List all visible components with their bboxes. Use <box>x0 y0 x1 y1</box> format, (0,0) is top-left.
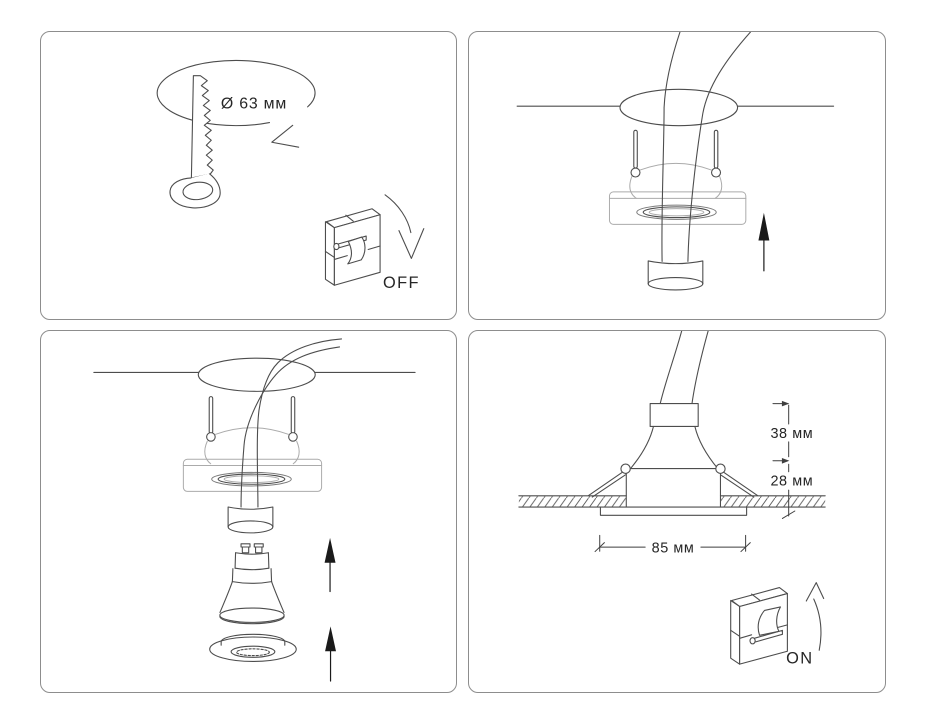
trim-ring-icon <box>209 633 297 663</box>
light-switch-off-icon <box>324 208 381 286</box>
power-cable <box>240 338 343 508</box>
switch-on-label: ON <box>786 650 813 668</box>
spring-clip-right-icon <box>288 396 298 442</box>
hole-diameter-label: Ø 63 мм <box>221 95 287 112</box>
spring-clip-left-icon <box>630 129 641 178</box>
insert-up-arrow-top-icon <box>324 537 336 593</box>
spring-clip-left-icon <box>206 396 216 442</box>
switch-down-arrow-icon <box>384 194 425 259</box>
spring-arm-right-icon <box>720 471 759 498</box>
light-switch-on-icon <box>730 587 788 665</box>
panel-step-3 <box>40 330 457 693</box>
panel-step-2 <box>468 31 886 320</box>
ceiling-hole <box>197 357 316 392</box>
visible-depth-label: 28 мм <box>770 474 813 490</box>
mounting-plate <box>182 427 323 492</box>
trim-ring-section <box>599 506 748 516</box>
gu10-bulb-icon <box>219 543 285 625</box>
panel-step-1: Ø 63 мм OFF <box>40 31 457 320</box>
trim-width-dimension <box>594 534 751 553</box>
terminal-block <box>647 260 704 291</box>
cross-section-fixture <box>587 331 759 508</box>
switch-up-arrow-icon <box>805 582 825 651</box>
trim-width-label: 85 мм <box>652 540 695 556</box>
terminal-block <box>227 506 274 534</box>
keyhole-saw-icon <box>169 75 221 209</box>
ceiling-hole <box>619 88 739 127</box>
insert-up-arrow-bottom-icon <box>325 626 337 682</box>
step-3-drawing <box>93 338 416 682</box>
push-up-arrow-icon <box>758 212 770 272</box>
mounting-plate <box>608 162 747 225</box>
panel-step-4: 38 мм 28 мм 85 мм <box>468 330 886 693</box>
visible-depth-dimension <box>781 463 796 519</box>
switch-off-label: OFF <box>383 274 420 292</box>
step-1-drawing: Ø 63 мм OFF <box>156 59 425 292</box>
step-4-drawing: 38 мм 28 мм 85 мм <box>518 331 826 668</box>
spring-arm-left-icon <box>587 471 627 498</box>
power-cable <box>661 32 752 262</box>
ceiling-section <box>518 495 826 508</box>
recess-depth-dimension <box>772 400 790 464</box>
spring-clip-right-icon <box>711 129 722 178</box>
recess-depth-label: 38 мм <box>770 426 813 442</box>
step-2-drawing <box>516 32 835 291</box>
